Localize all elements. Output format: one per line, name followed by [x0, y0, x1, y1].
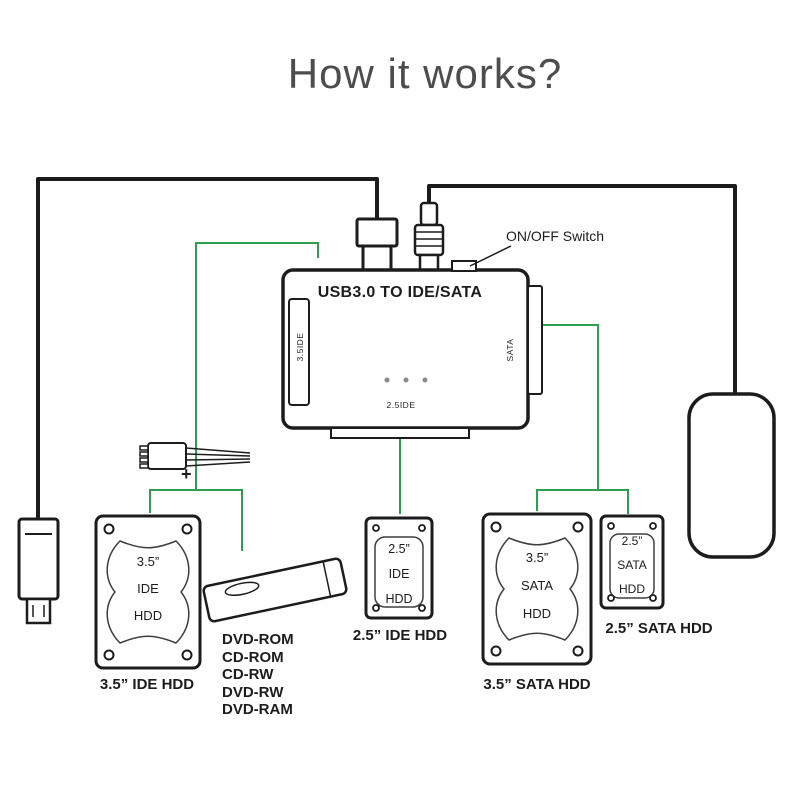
adapter-label: USB3.0 TO IDE/SATA — [317, 284, 483, 301]
usb-a-plug — [17, 517, 60, 625]
hdd-25-sata — [599, 514, 665, 610]
port-label-35ide: 3.5IDE — [295, 332, 305, 362]
ide25-port — [330, 427, 470, 439]
optical-caption-line: DVD-RW — [222, 683, 284, 701]
hdd-type-label: HDD — [522, 606, 552, 621]
optical-drive — [202, 557, 348, 623]
onoff-switch — [451, 260, 477, 272]
hdd-35-ide-caption: 3.5” IDE HDD — [99, 676, 195, 693]
hdd-size-label: 3.5” — [525, 550, 549, 565]
hdd-25-sata-label: 2.5” SATA HDD — [617, 529, 647, 601]
molex-plus-label: + — [181, 464, 192, 484]
optical-caption-line: DVD-ROM — [222, 631, 294, 648]
led-indicators — [384, 377, 428, 383]
power-barrel-connector — [413, 201, 445, 273]
green-link-sata — [536, 324, 629, 514]
hdd-type-label: HDD — [133, 608, 163, 623]
hdd-size-label: 3.5” — [136, 554, 160, 569]
hdd-bus-label: SATA — [520, 578, 554, 593]
hdd-25-ide — [364, 516, 434, 620]
hdd-35-sata-label: 3.5” SATA HDD — [521, 544, 553, 628]
hdd-size-label: 2.5” — [388, 542, 410, 556]
hdd-bus-label: IDE — [137, 581, 159, 596]
optical-caption-line: DVD-RAM — [222, 701, 293, 718]
hdd-size-label: 2.5” — [621, 534, 643, 548]
port-label-sata: SATA — [505, 338, 515, 362]
optical-caption-line: CD-ROM — [222, 648, 284, 666]
hdd-35-ide-label: 3.5” IDE HDD — [134, 548, 162, 629]
power-cable — [427, 184, 737, 394]
ide35-port — [288, 298, 310, 406]
power-adapter — [687, 392, 776, 559]
hdd-type-label: HDD — [619, 582, 645, 596]
hdd-25-ide-caption: 2.5” IDE HDD — [352, 627, 448, 644]
hdd-bus-label: SATA — [617, 558, 647, 572]
molex-connector — [139, 442, 251, 470]
port-label-25ide: 2.5IDE — [386, 400, 416, 410]
hdd-35-sata — [481, 512, 593, 666]
page-title: How it works? — [287, 50, 563, 97]
hdd-25-ide-label: 2.5” IDE HDD — [385, 537, 412, 612]
hdd-25-sata-caption: 2.5” SATA HDD — [605, 620, 713, 637]
optical-drive-caption: DVD-ROM CD-ROM CD-RW DVD-RW DVD-RAM — [222, 631, 294, 719]
usb-cable — [36, 177, 379, 519]
hdd-type-label: HDD — [385, 592, 413, 606]
hdd-35-sata-caption: 3.5” SATA HDD — [483, 676, 591, 693]
onoff-switch-label: ON/OFF Switch — [506, 228, 605, 244]
optical-caption-line: CD-RW — [222, 666, 274, 683]
green-link-ide — [149, 242, 319, 551]
hdd-35-ide — [94, 514, 202, 670]
hdd-bus-label: IDE — [388, 567, 410, 581]
sata-port — [527, 285, 543, 395]
switch-pointer-line — [469, 245, 512, 267]
usb-port-connector — [355, 217, 399, 274]
